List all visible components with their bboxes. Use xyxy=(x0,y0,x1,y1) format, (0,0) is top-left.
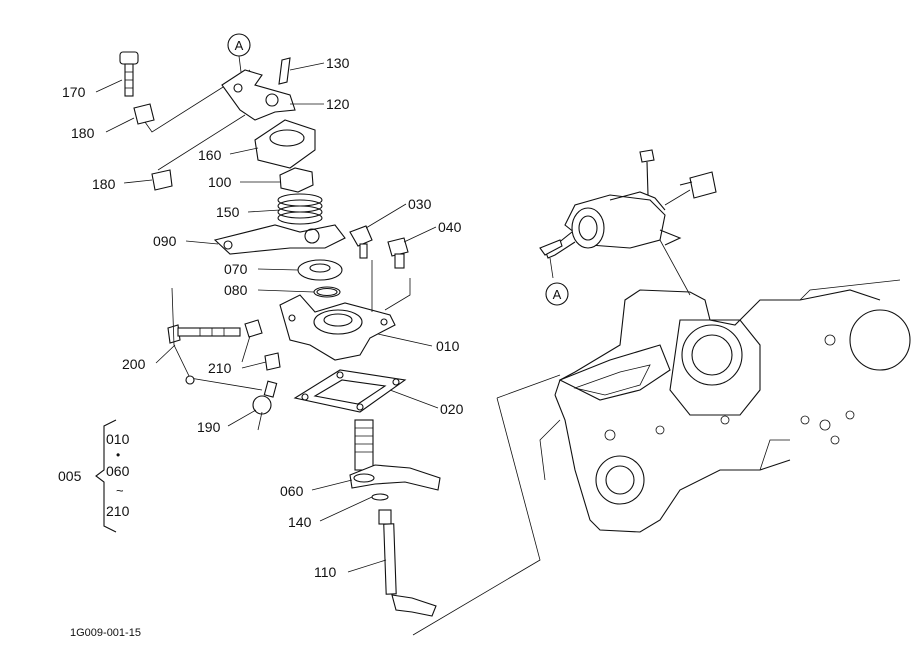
assembly-item-3: 060 xyxy=(106,463,130,479)
callout-labels: 170 180 180 130 120 160 100 150 090 030 … xyxy=(62,55,464,580)
assembly-label: 005 xyxy=(58,468,82,484)
assembly-item-2: • xyxy=(116,448,120,462)
ref-label-a-top: A xyxy=(235,38,244,53)
callout-120: 120 xyxy=(326,96,350,112)
part-120-lever xyxy=(221,69,296,121)
assembly-item-1: 010 xyxy=(106,431,130,447)
part-100-nut xyxy=(279,167,314,193)
callout-180-lower: 180 xyxy=(92,176,116,192)
part-130-pin xyxy=(278,57,291,85)
callout-040: 040 xyxy=(438,219,462,235)
callout-020: 020 xyxy=(440,401,464,417)
stop-solenoid xyxy=(539,149,717,296)
leader-lines xyxy=(95,62,439,573)
part-030-bolt xyxy=(349,225,373,259)
part-040-plug xyxy=(387,237,409,269)
part-070-washer xyxy=(297,259,343,281)
figure-code: 1G009-001-15 xyxy=(70,627,141,639)
ref-circle-a-top: A xyxy=(227,33,251,73)
part-170-bolt xyxy=(119,51,139,97)
callout-190: 190 xyxy=(197,419,221,435)
part-020-gasket xyxy=(293,369,407,413)
part-150-spring xyxy=(277,193,323,225)
assembly-group-005: 005 010 • 060 ~ 210 xyxy=(58,419,130,533)
part-140-washer xyxy=(371,493,389,501)
part-190-ball-joint xyxy=(252,380,278,415)
callout-090: 090 xyxy=(153,233,177,249)
part-080-oring xyxy=(313,286,341,298)
part-200-bolt xyxy=(167,324,241,344)
callout-030: 030 xyxy=(408,196,432,212)
callout-140: 140 xyxy=(288,514,312,530)
callout-110: 110 xyxy=(314,564,337,580)
callout-210: 210 xyxy=(208,360,232,376)
callout-170: 170 xyxy=(62,84,86,100)
part-110-shaft xyxy=(378,509,437,617)
part-180-nut-upper xyxy=(133,103,155,125)
callout-160: 160 xyxy=(198,147,222,163)
callout-130: 130 xyxy=(326,55,350,71)
callout-010: 010 xyxy=(436,338,460,354)
ref-label-a-right: A xyxy=(553,287,562,302)
assembly-item-5: 210 xyxy=(106,503,130,519)
part-010-housing xyxy=(279,294,396,361)
callout-060: 060 xyxy=(280,483,304,499)
part-060-lever xyxy=(349,419,441,491)
callout-070: 070 xyxy=(224,261,248,277)
callout-150: 150 xyxy=(216,204,240,220)
callout-100: 100 xyxy=(208,174,232,190)
assembly-item-4: ~ xyxy=(116,483,124,498)
callout-180-upper: 180 xyxy=(71,125,95,141)
callout-200: 200 xyxy=(122,356,146,372)
part-210-nut xyxy=(244,319,281,371)
engine-block xyxy=(539,279,911,533)
part-090-lever xyxy=(213,224,346,255)
ref-circle-a-right: A xyxy=(545,282,569,306)
part-180-nut-lower xyxy=(151,169,173,191)
part-160-collar xyxy=(254,119,316,169)
callout-080: 080 xyxy=(224,282,248,298)
